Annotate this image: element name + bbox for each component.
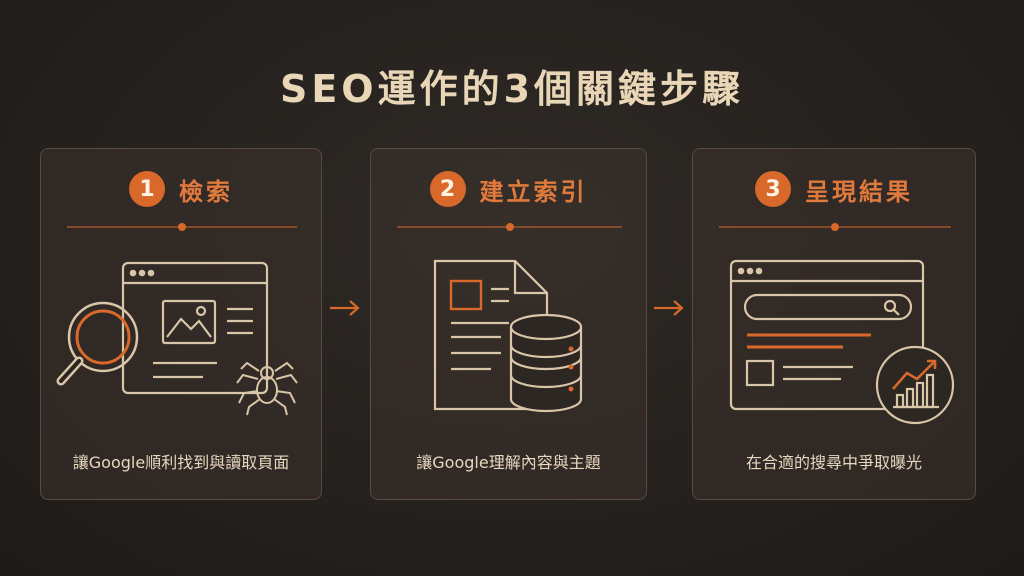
magnifier-icon bbox=[56, 301, 139, 386]
arrow-right-icon bbox=[330, 300, 360, 316]
divider-1 bbox=[67, 223, 297, 231]
step-card-1: 1 檢索 bbox=[40, 148, 322, 500]
step-description-1: 讓Google順利找到與讀取頁面 bbox=[72, 453, 290, 472]
step-title-3: 呈現結果 bbox=[805, 177, 913, 206]
step-card-3: 3 呈現結果 bbox=[692, 148, 976, 500]
step-title-2: 建立索引 bbox=[479, 177, 588, 206]
step-header-2: 2 建立索引 bbox=[371, 171, 646, 207]
index-illustration bbox=[433, 259, 583, 413]
step-number-badge-2: 2 bbox=[429, 171, 466, 207]
crawl-illustration bbox=[56, 261, 298, 416]
database-icon bbox=[509, 313, 583, 413]
spider-icon bbox=[236, 345, 298, 416]
step-card-2: 2 建立索引 讓Google理解內容與主題 bbox=[370, 148, 647, 500]
step-description-2: 讓Google理解內容與主題 bbox=[416, 453, 601, 472]
step-number-badge-3: 3 bbox=[755, 171, 791, 207]
search-results-icon bbox=[729, 259, 925, 411]
divider-3 bbox=[719, 223, 951, 231]
step-header-1: 1 檢索 bbox=[41, 171, 321, 207]
step-description-3: 在合適的搜尋中爭取曝光 bbox=[745, 453, 922, 472]
image-icon bbox=[161, 299, 217, 345]
step-number-badge-1: 1 bbox=[129, 171, 165, 207]
results-illustration bbox=[729, 259, 955, 425]
page-title: SEO運作的3個關鍵步驟 bbox=[279, 67, 745, 111]
browser-window-icon bbox=[121, 261, 269, 395]
arrow-right-icon bbox=[654, 300, 684, 316]
step-header-3: 3 呈現結果 bbox=[693, 171, 975, 207]
step-title-1: 檢索 bbox=[179, 177, 233, 206]
divider-2 bbox=[397, 223, 622, 231]
growth-chart-icon bbox=[875, 345, 955, 425]
